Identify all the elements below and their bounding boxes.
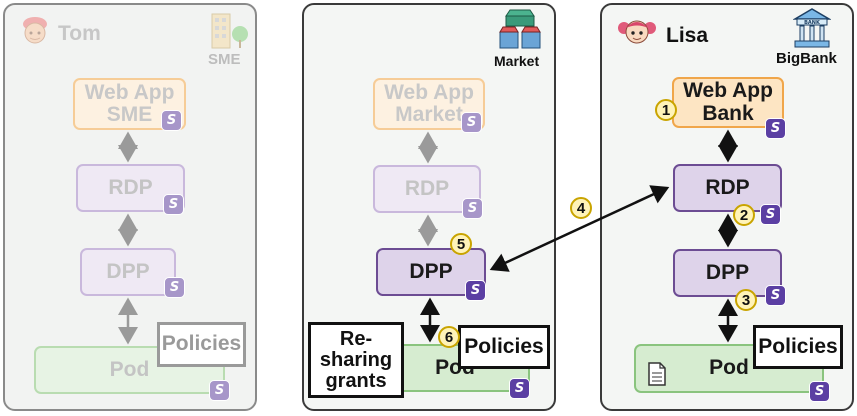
lisa-rdp-market-dpp-arrow [489, 185, 670, 272]
lisa-avatar-icon [618, 14, 656, 48]
document-icon [647, 362, 667, 386]
tom-dpp-label: DPP [106, 259, 150, 283]
tom-policies-box: Policies [157, 322, 246, 367]
lisa-policies-label: Policies [758, 334, 838, 358]
bigbank-org-label: BigBank [776, 50, 837, 67]
tom-rdp-solid-badge-icon: S [163, 194, 184, 215]
step-5-marker: 5 [450, 233, 472, 255]
lisa-name-label: Lisa [666, 24, 709, 47]
market-shop-icon [498, 6, 542, 52]
tom-dpp-box: DPP [80, 248, 176, 296]
tom-rdp-label: RDP [108, 175, 153, 199]
market-web-app-line1: Web App [384, 80, 474, 104]
step-3-marker: 3 [735, 289, 757, 311]
lisa-policies-box: Policies [753, 325, 843, 369]
lisa-pod-label: Pod [709, 356, 749, 380]
tom-policies-label: Policies [161, 332, 242, 356]
market-policies-label: Policies [464, 334, 544, 358]
market-resharing-line1: Re- [339, 327, 373, 350]
tom-pod-label: Pod [109, 357, 150, 381]
lisa-web-app-line2: Bank [702, 101, 754, 125]
sme-building-icon [207, 8, 251, 50]
step-6-marker: 6 [438, 326, 460, 348]
tom-app-solid-badge-icon: S [161, 110, 182, 131]
market-pod-solid-badge-icon: S [509, 378, 530, 399]
lisa-app-solid-badge-icon: S [765, 118, 786, 139]
lisa-dpp-box: DPP [673, 249, 782, 297]
market-app-solid-badge-icon: S [461, 112, 482, 133]
step-4-marker: 4 [570, 197, 592, 219]
step-2-marker: 2 [733, 204, 755, 226]
market-policies-box: Policies [458, 325, 550, 369]
lisa-rdp-box: RDP [673, 164, 782, 212]
market-dpp-label: DPP [409, 259, 453, 283]
lisa-dpp-solid-badge-icon: S [765, 285, 786, 306]
market-web-app-line2: Market [395, 103, 463, 126]
step-1-marker: 1 [655, 99, 677, 121]
lisa-web-app-line1: Web App [683, 79, 773, 103]
tom-dpp-solid-badge-icon: S [164, 277, 185, 298]
market-resharing-line2: sharing [319, 348, 393, 371]
tom-web-app-line1: Web App [84, 80, 175, 104]
tom-name-label: Tom [58, 22, 101, 45]
sme-org-label: SME [208, 51, 241, 68]
lisa-dpp-label: DPP [705, 260, 750, 284]
bank-building-icon: BANK [792, 7, 832, 49]
lisa-pod-solid-badge-icon: S [809, 381, 830, 402]
market-resharing-line3: grants [325, 369, 387, 392]
market-dpp-solid-badge-icon: S [465, 280, 486, 301]
tom-web-app-line2: SME [106, 103, 153, 126]
tom-pod-solid-badge-icon: S [209, 380, 230, 401]
svg-text:BANK: BANK [804, 20, 821, 26]
market-rdp-label: RDP [404, 176, 450, 200]
tom-avatar-icon [18, 14, 52, 48]
market-org-label: Market [494, 53, 540, 69]
market-rdp-solid-badge-icon: S [462, 198, 483, 219]
lisa-rdp-label: RDP [705, 175, 750, 199]
lisa-rdp-solid-badge-icon: S [760, 204, 781, 225]
